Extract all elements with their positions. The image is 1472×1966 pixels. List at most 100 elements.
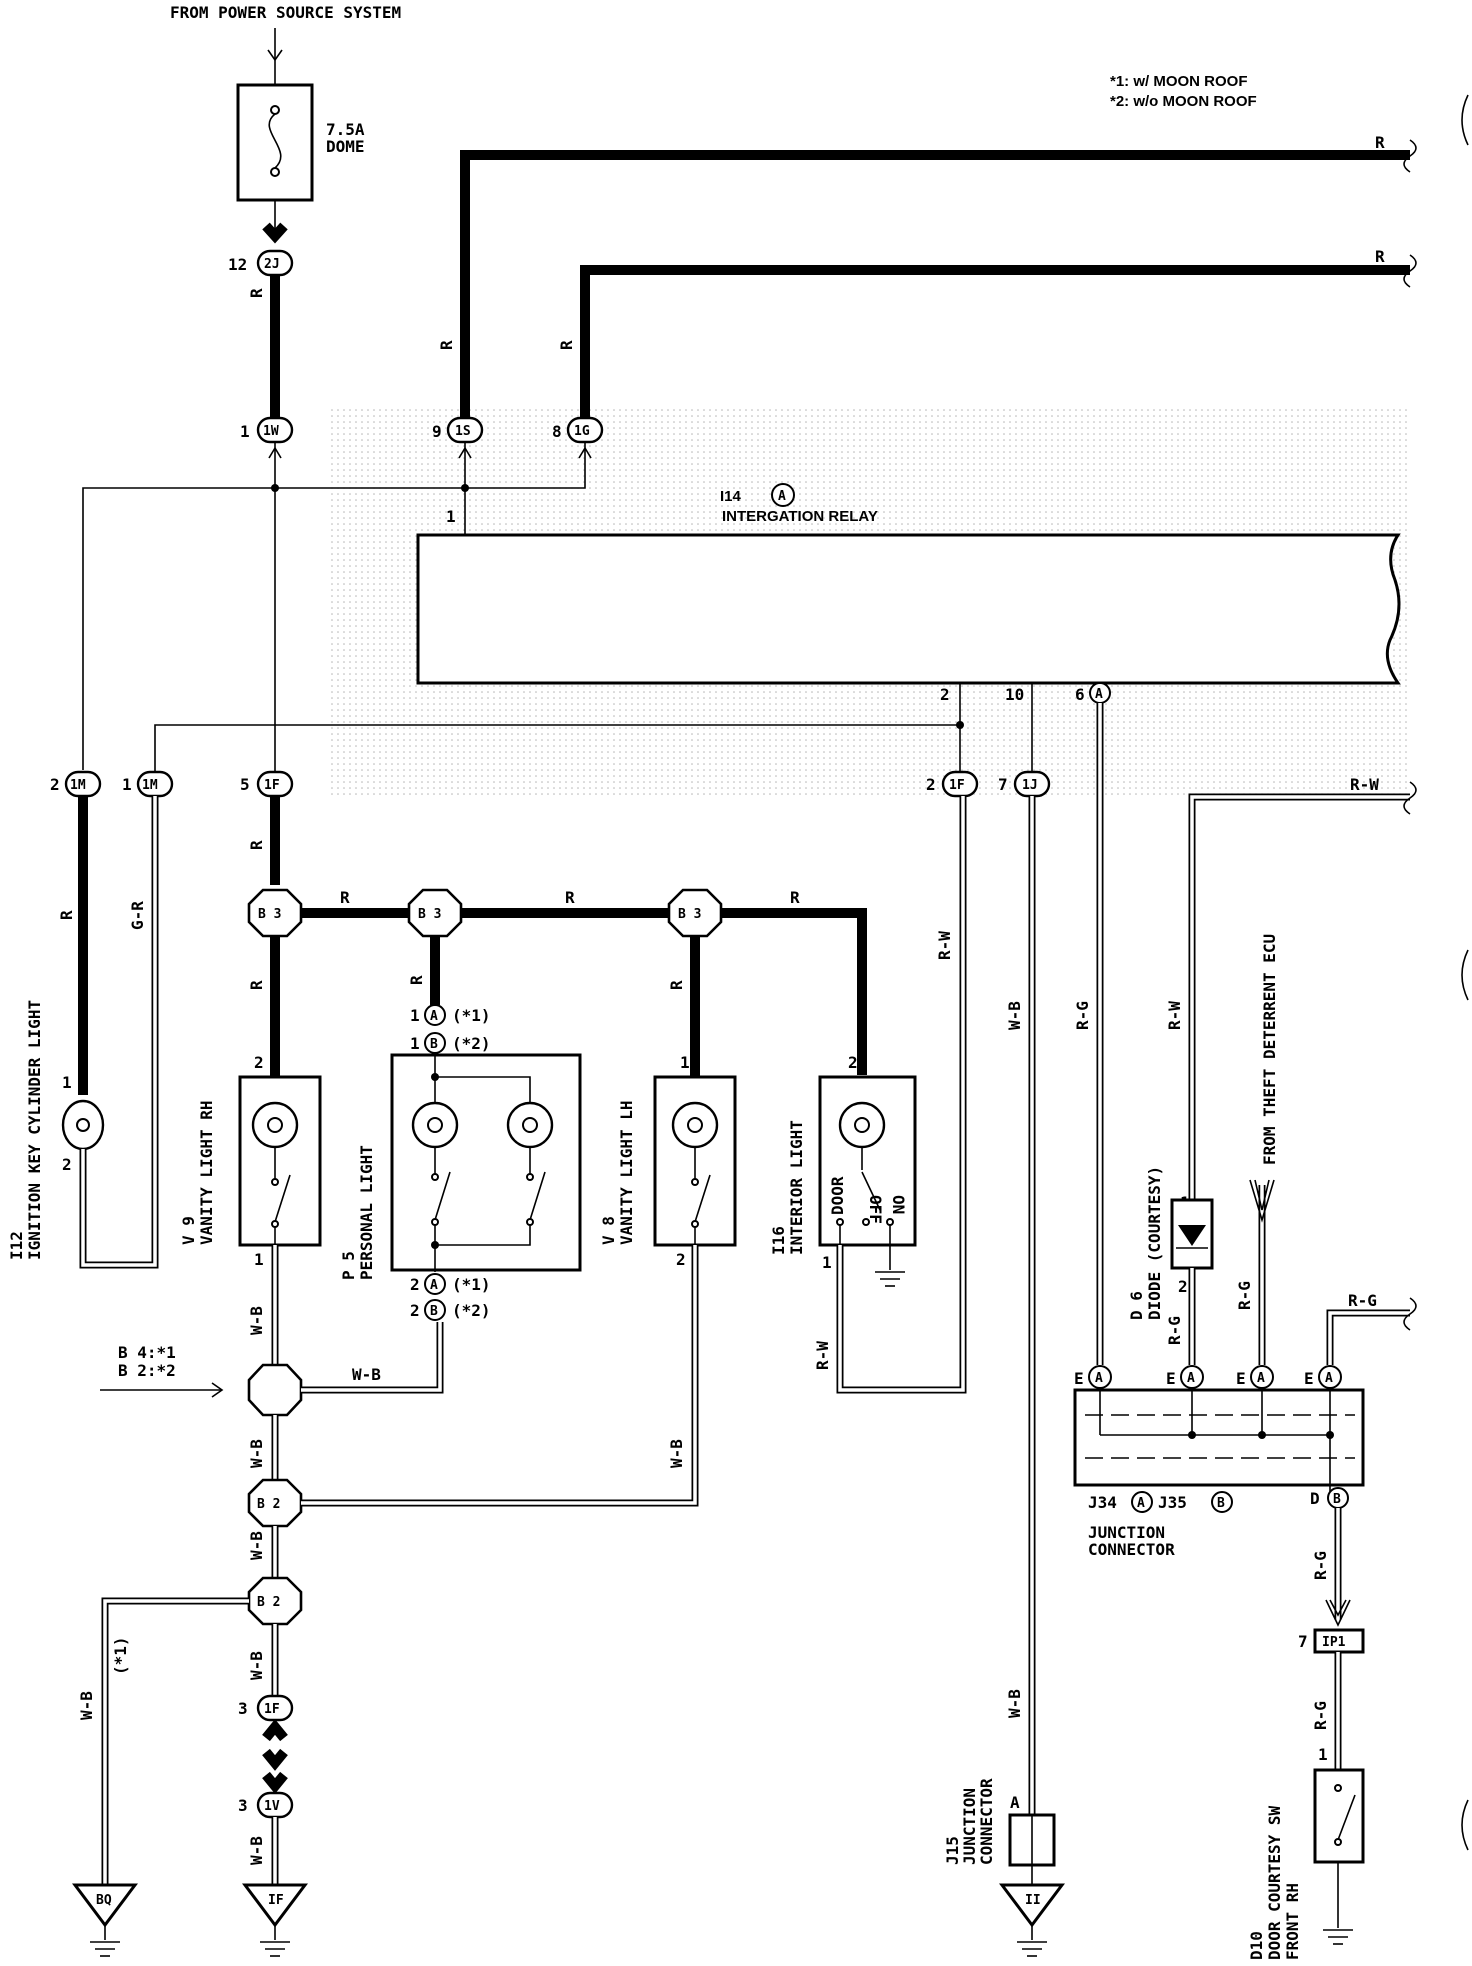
svg-text:E: E <box>1236 1369 1246 1388</box>
svg-text:(*1): (*1) <box>452 1006 491 1025</box>
svg-text:A: A <box>1095 1371 1103 1386</box>
svg-text:1: 1 <box>122 775 132 794</box>
svg-text:2: 2 <box>940 685 950 704</box>
i12-code: I12 <box>7 1231 26 1260</box>
svg-text:W-B: W-B <box>667 1439 686 1468</box>
v9-box <box>238 1075 322 1247</box>
v8-code: V 8 <box>599 1216 618 1245</box>
svg-text:ON: ON <box>889 1195 908 1214</box>
v8-name: VANITY LIGHT LH <box>617 1101 636 1246</box>
d6-name: DIODE (COURTESY) <box>1145 1166 1164 1320</box>
d10-code: D10 <box>1247 1931 1266 1960</box>
svg-text:R-G: R-G <box>1311 1701 1330 1730</box>
svg-text:B 4:*1: B 4:*1 <box>118 1343 176 1362</box>
svg-text:A: A <box>430 1009 438 1024</box>
svg-text:1M: 1M <box>70 778 86 793</box>
fuse-rating: 7.5A <box>326 120 365 139</box>
svg-text:R: R <box>247 840 266 850</box>
svg-text:W-B: W-B <box>352 1365 381 1384</box>
fuse-name: DOME <box>326 137 365 156</box>
svg-text:B 3: B 3 <box>678 907 701 922</box>
svg-text:1: 1 <box>240 422 250 441</box>
power-source-label: FROM POWER SOURCE SYSTEM <box>170 3 401 22</box>
svg-text:DOOR: DOOR <box>828 1176 847 1215</box>
svg-text:2: 2 <box>50 775 60 794</box>
p5-name: PERSONAL LIGHT <box>357 1145 376 1280</box>
svg-text:1F: 1F <box>949 778 965 793</box>
svg-text:B: B <box>1333 1492 1341 1507</box>
wire-r-fuse: R <box>247 288 266 298</box>
svg-text:2: 2 <box>410 1301 420 1320</box>
svg-text:9: 9 <box>432 422 442 441</box>
svg-text:2: 2 <box>676 1250 686 1269</box>
svg-text:R: R <box>565 888 575 907</box>
j15-name2: CONNECTOR <box>977 1778 996 1865</box>
svg-text:2: 2 <box>926 775 936 794</box>
svg-text:A: A <box>1010 1793 1020 1812</box>
svg-text:R-G: R-G <box>1235 1281 1254 1310</box>
svg-text:B: B <box>1217 1496 1225 1511</box>
v9-name: VANITY LIGHT RH <box>197 1101 216 1246</box>
svg-text:1: 1 <box>822 1253 832 1272</box>
svg-text:R-G: R-G <box>1311 1551 1330 1580</box>
d10-name2: FRONT RH <box>1283 1883 1302 1960</box>
svg-text:W-B: W-B <box>1005 1001 1024 1030</box>
svg-text:1F: 1F <box>264 778 280 793</box>
wire-r-1g: R <box>557 340 576 350</box>
i12-name: IGNITION KEY CYLINDER LIGHT <box>25 1000 44 1260</box>
svg-text:W-B: W-B <box>77 1691 96 1720</box>
v9-code: V 9 <box>179 1216 198 1245</box>
svg-text:A: A <box>430 1278 438 1293</box>
svg-text:1G: 1G <box>574 424 590 439</box>
j15-code: J15 <box>943 1836 962 1865</box>
svg-text:B 3: B 3 <box>418 907 441 922</box>
svg-text:(*1): (*1) <box>452 1275 491 1294</box>
svg-text:R: R <box>340 888 350 907</box>
svg-text:2: 2 <box>1178 1277 1188 1296</box>
d10-box <box>1313 1768 1365 1864</box>
svg-text:J35: J35 <box>1158 1493 1187 1512</box>
svg-text:B: B <box>430 1037 438 1052</box>
relay-name: INTERGATION RELAY <box>722 508 878 525</box>
svg-text:3: 3 <box>238 1796 248 1815</box>
svg-text:6: 6 <box>1075 685 1085 704</box>
j34-box <box>1073 1388 1365 1487</box>
svg-text:D: D <box>1310 1489 1320 1508</box>
svg-text:1: 1 <box>680 1053 690 1072</box>
svg-text:(*1): (*1) <box>111 1636 130 1675</box>
svg-text:BQ: BQ <box>96 1893 112 1908</box>
svg-text:5: 5 <box>240 775 250 794</box>
svg-text:R-W: R-W <box>935 931 954 960</box>
d10-name1: DOOR COURTESY SW <box>1265 1806 1284 1960</box>
ground-if <box>242 1883 308 1928</box>
p5-box <box>390 1053 582 1272</box>
svg-text:R: R <box>57 910 76 920</box>
i16-code: I16 <box>769 1226 788 1255</box>
svg-text:1J: 1J <box>1022 778 1038 793</box>
svg-text:W-B: W-B <box>247 1836 266 1865</box>
svg-text:R-W: R-W <box>1350 775 1379 794</box>
svg-text:IP1: IP1 <box>1322 1635 1346 1650</box>
svg-text:A: A <box>1257 1371 1265 1386</box>
j34-code: J34 <box>1088 1493 1117 1512</box>
svg-text:8: 8 <box>552 422 562 441</box>
svg-text:B 2:*2: B 2:*2 <box>118 1361 176 1380</box>
svg-text:A: A <box>1095 687 1103 702</box>
svg-text:2: 2 <box>254 1053 264 1072</box>
svg-text:3: 3 <box>238 1699 248 1718</box>
svg-text:A: A <box>778 489 786 504</box>
svg-text:B 2: B 2 <box>257 1595 280 1610</box>
svg-text:1F: 1F <box>264 1702 280 1717</box>
splice-b2-a <box>247 1478 303 1528</box>
svg-text:B: B <box>430 1304 438 1319</box>
theft-ecu-label: FROM THEFT DETERRENT ECU <box>1260 934 1279 1165</box>
svg-text:1: 1 <box>410 1034 420 1053</box>
d6-code: D 6 <box>1127 1291 1146 1320</box>
note-moonroof: *1: w/ MOON ROOF <box>1110 73 1248 90</box>
fuse-box <box>236 83 314 202</box>
relay-code: I14 <box>720 488 742 505</box>
svg-text:(*2): (*2) <box>452 1301 491 1320</box>
svg-text:1V: 1V <box>264 1799 280 1814</box>
svg-text:R: R <box>407 975 426 985</box>
svg-text:W-B: W-B <box>247 1306 266 1335</box>
